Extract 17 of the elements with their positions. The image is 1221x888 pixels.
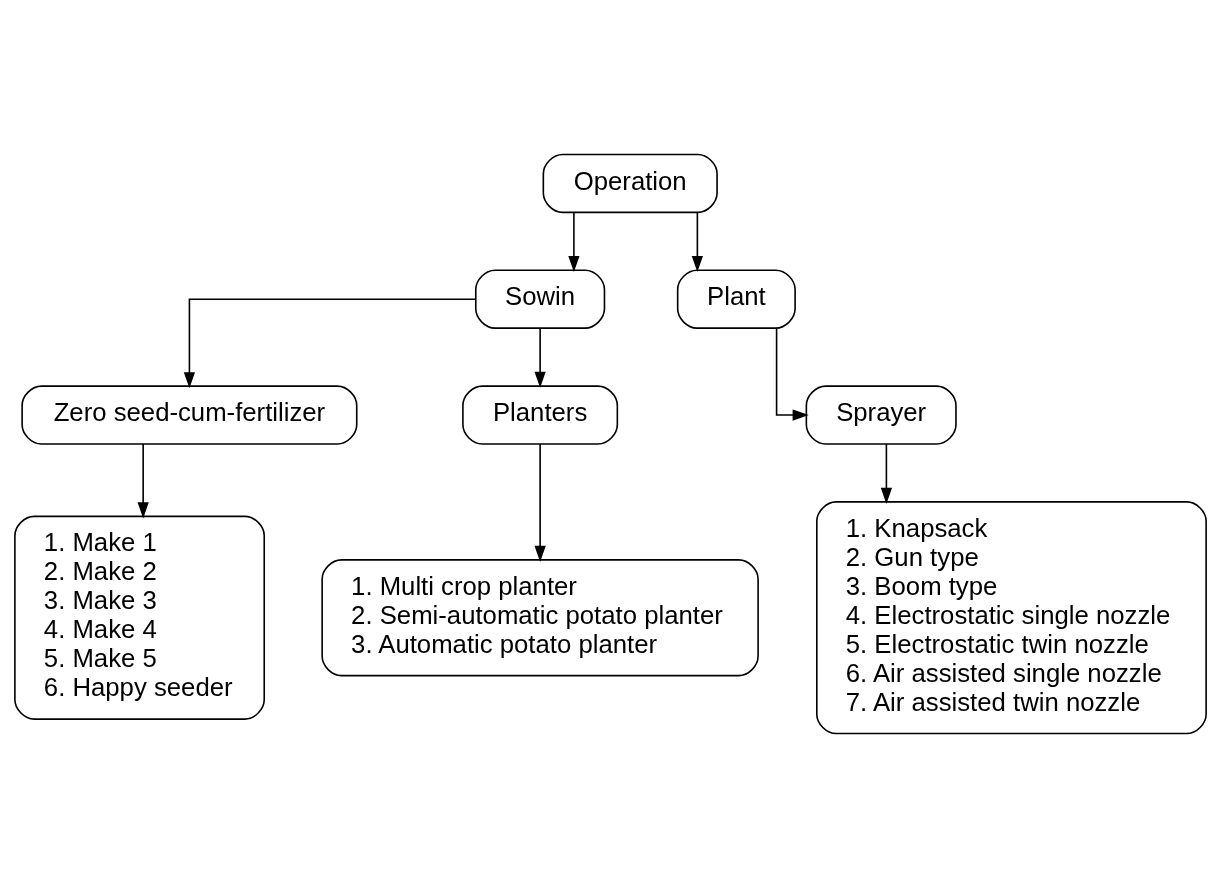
arrow (183, 298, 477, 389)
node-box: Sprayer (805, 385, 957, 445)
node-box: Operation (542, 153, 718, 214)
arrow (880, 443, 893, 504)
arrow (775, 327, 809, 421)
arrow (534, 327, 546, 388)
arrow (691, 211, 703, 273)
arrow (534, 443, 546, 562)
arrow (568, 211, 580, 273)
node-box: Plant (676, 269, 796, 329)
node-box: Sowin (474, 269, 606, 329)
node-box: Zero seed-cum-fertilizer (21, 385, 358, 445)
node-box: 1. Make 1 2. Make 2 3. Make 3 4. Make 4 5. Make 5 6. Happy seeder (14, 515, 266, 720)
arrow (137, 443, 149, 519)
node-box: 1. Multi crop planter 2. Semi-automatic potato planter 3. Automatic potato planter (321, 559, 759, 677)
node-box: 1. Knapsack 2. Gun type 3. Boom type 4. Electrostatic single nozzle 5. Electrostatic twin nozzle 6. Air assisted single nozzle 7. Air assisted twin nozzle (816, 501, 1207, 735)
node-box: Planters (462, 385, 619, 445)
